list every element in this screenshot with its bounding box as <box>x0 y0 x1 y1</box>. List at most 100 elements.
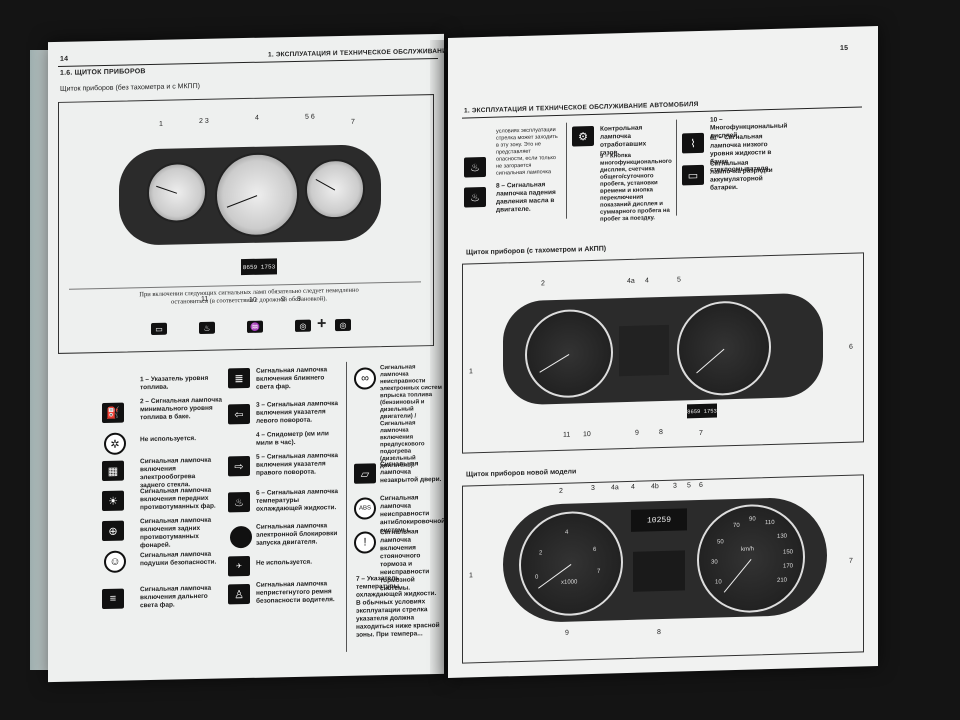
speed-50: 50 <box>717 539 724 546</box>
rpm-7: 7 <box>597 568 601 575</box>
fig3-callout-3b: 3 <box>673 482 677 490</box>
item-temp-gauge: 7 – Указатель температуры охлаждающей жи… <box>356 574 440 639</box>
rear-defrost-icon: ▦ <box>102 460 124 482</box>
fig3-callout-8: 8 <box>657 629 661 637</box>
brake-icon-2: ◎ <box>335 318 351 332</box>
oil-can-icon: ♨ <box>199 321 215 334</box>
airbag-icon: ☺ <box>104 550 126 573</box>
header-rule <box>58 57 438 68</box>
fig3-callout-4: 4 <box>631 483 635 491</box>
plus-sign: + <box>317 315 327 333</box>
item-coolant-temp: 6 – Сигнальная лампочка температуры охла… <box>256 488 338 513</box>
center-display <box>619 324 669 377</box>
fig3-callout-5: 5 <box>687 482 691 490</box>
speed-110: 110 <box>765 519 775 527</box>
fig2-callout-5: 5 <box>677 276 681 284</box>
item-battery: Сигнальная лампочка разрядки аккумулятор… <box>710 159 773 192</box>
low-beam-icon: ≣ <box>228 367 250 389</box>
speed-130: 130 <box>777 533 788 540</box>
brake-warning-icon: ! <box>354 531 376 554</box>
fig2-callout-11: 11 <box>563 431 571 439</box>
callout-5-6: 5 6 <box>305 113 315 121</box>
fig3-info-panel <box>633 550 685 592</box>
abs-icon: ABS <box>354 497 376 520</box>
glow-plug-icon: ∞ <box>354 367 376 390</box>
right-page-number: 15 <box>840 44 849 53</box>
right-column-divider-1 <box>566 122 567 219</box>
rpm-6: 6 <box>593 546 597 553</box>
item-seatbelt: Сигнальная лампочка непристегнутого ремн… <box>256 580 335 605</box>
fig2-callout-2: 2 <box>541 280 545 288</box>
speed-150: 150 <box>783 549 794 556</box>
warning-note: При включении следующих сигнальных ламп … <box>139 286 359 306</box>
odometer-display: 8659 1753 <box>241 258 277 276</box>
right-page: 15 1. ЭКСПЛУАТАЦИЯ И ТЕХНИЧЕСКОЕ ОБСЛУЖИ… <box>448 25 878 679</box>
item-speedometer: 4 – Спидометр (км или мили в час). <box>256 430 329 447</box>
item-airbag: Сигнальная лампочка подушки безопасности… <box>140 550 217 568</box>
item-rear-fog: Сигнальная лампочка включения задних про… <box>140 516 212 550</box>
airbag-off-icon: ✈ <box>228 555 250 577</box>
brake-icon: ◎ <box>295 319 311 332</box>
rpm-unit: x1000 <box>561 579 578 586</box>
fig3-callout-3a: 3 <box>591 484 595 493</box>
front-fog-icon: ☀ <box>102 490 124 512</box>
item-fuel-gauge: 1 – Указатель уровня топлива. <box>140 374 209 392</box>
column-divider <box>346 361 347 652</box>
item-low-beam: Сигнальная лампочка включения ближнего с… <box>256 366 328 391</box>
fig3-callout-1: 1 <box>469 572 473 580</box>
figure-caption: Щиток приборов (без тахометра и с МКПП) <box>60 82 200 93</box>
figure2-caption: Щиток приборов (с тахометром и АКПП) <box>466 245 607 257</box>
fig2-callout-4: 4 <box>645 277 649 285</box>
fuel-pump-icon: ⛽ <box>102 402 124 424</box>
check-engine-icon: ⚙ <box>572 125 594 147</box>
item-rear-defrost: Сигнальная лампочка включения электрообо… <box>140 456 212 490</box>
fig2-callout-10: 10 <box>583 431 591 439</box>
coolant-warning-icon: ♨ <box>464 156 486 178</box>
rear-fog-icon: ⊕ <box>102 520 124 542</box>
fig2-callout-1: 1 <box>469 368 473 376</box>
fig3-callout-2: 2 <box>559 487 563 495</box>
item-trip-button: 9 – Кнопка многофункционального дисплея,… <box>600 152 672 223</box>
high-beam-icon: ≡ <box>102 588 124 610</box>
figure3-frame: 3 2 4a 4 4b 3 5 6 1 7 0 2 4 6 7 x1000 10… <box>462 474 864 664</box>
page-edges <box>30 50 52 670</box>
door-open-icon: ▱ <box>354 463 376 484</box>
fig3-callout-7: 7 <box>849 557 853 565</box>
section-title: 1.6. ЩИТОК ПРИБОРОВ <box>60 68 146 77</box>
immobilizer-icon <box>230 525 252 549</box>
fig3-callout-9: 9 <box>565 629 569 637</box>
battery-icon: ▭ <box>151 322 167 335</box>
speed-30: 30 <box>711 559 718 566</box>
speed-10: 10 <box>715 579 722 586</box>
item-oil-pressure: 8 – Сигнальная лампочка падения давления… <box>496 181 556 214</box>
speed-90: 90 <box>749 516 756 523</box>
speed-210: 210 <box>777 577 788 584</box>
item-left-turn: 3 – Сигнальная лампочка включения указат… <box>256 400 338 425</box>
item-airbag-off: Не используется. <box>256 558 313 567</box>
right-column-divider-2 <box>676 119 677 216</box>
fig3-display: 10259 <box>631 508 687 532</box>
fig2-odometer: 8659 1753 <box>687 403 717 419</box>
fig2-callout-9: 9 <box>635 429 639 437</box>
left-turn-icon: ⇦ <box>228 403 250 425</box>
item-right-turn: 5 – Сигнальная лампочка включения указат… <box>256 452 338 477</box>
speed-70: 70 <box>733 522 740 530</box>
oil-pressure-icon: ♨ <box>464 186 486 208</box>
battery-warning-icon: ▭ <box>682 164 704 186</box>
item-not-used: Не используется. <box>140 435 197 444</box>
not-used-icon: ✲ <box>104 432 126 455</box>
seatbelt-icon: ♙ <box>228 583 250 605</box>
fig2-callout-6: 6 <box>849 343 853 351</box>
callout-1: 1 <box>159 120 163 128</box>
figure2-frame: 2 3 4a 4 5 1 6 8659 1753 11 10 9 8 7 <box>462 252 864 454</box>
rpm-4: 4 <box>565 529 569 536</box>
item-high-beam: Сигнальная лампочка включения дальнего с… <box>140 584 212 610</box>
fig2-callout-7: 7 <box>699 429 703 437</box>
left-page: 14 1. ЭКСПЛУАТАЦИЯ И ТЕХНИЧЕСКОЕ ОБСЛУЖИ… <box>48 33 503 683</box>
figure-frame: 1 2 3 4 5 6 7 8659 1753 11 10 9 8 При вк… <box>58 94 434 354</box>
fig3-callout-4a: 4a <box>611 484 619 492</box>
callout-4: 4 <box>255 114 259 122</box>
fig2-callout-4a: 4a <box>627 277 635 286</box>
speed-unit: km/h <box>741 546 755 553</box>
